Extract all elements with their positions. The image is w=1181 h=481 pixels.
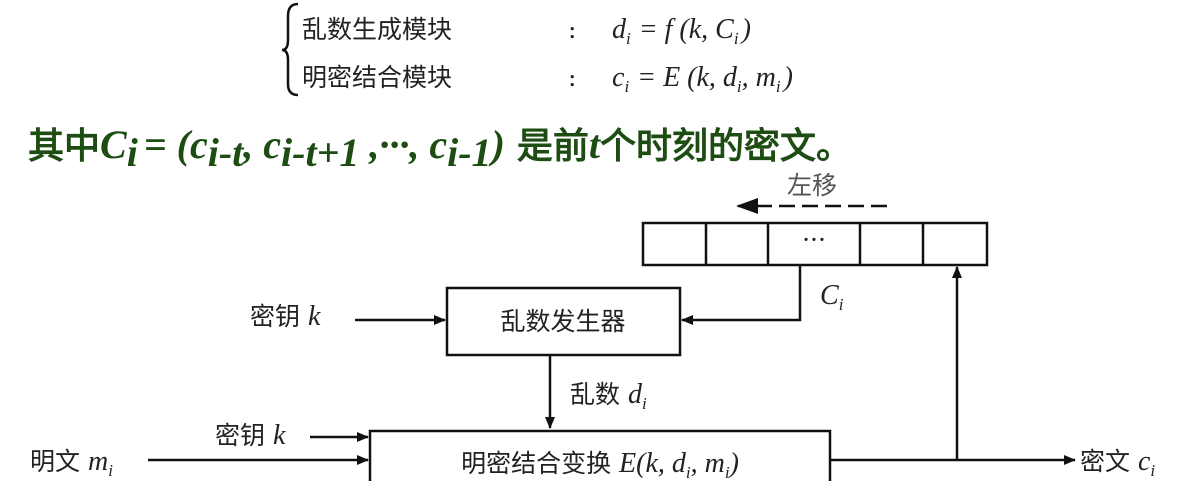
- ci-arrow: [681, 265, 802, 325]
- svg-text:ci= E (k, di, mi): ci= E (k, di, mi): [612, 62, 793, 96]
- random-label: 乱数 di: [570, 379, 647, 413]
- random-generator-box: [445, 286, 682, 357]
- key-label-1: 密钥 k: [250, 301, 321, 332]
- note-line: 其中Ci= (ci-t, ci-t+1 ,···, ci-1)是前t个时刻的密文…: [28, 122, 852, 175]
- definition-name: 明密结合模块: [302, 63, 452, 92]
- shift-register: ···: [641, 221, 989, 267]
- separator: :: [568, 15, 576, 44]
- random-generator-label: 乱数发生器: [500, 307, 625, 336]
- definition-random-module: 乱数生成模块 : di= f (k, Ci): [302, 14, 751, 48]
- register-ellipsis: ···: [802, 225, 826, 254]
- svg-text:di= f (k, Ci): di= f (k, Ci): [612, 14, 751, 48]
- key-label-2: 密钥 k: [215, 420, 286, 451]
- separator: :: [568, 63, 576, 92]
- brace: [281, 2, 299, 97]
- ci-label: Ci: [820, 280, 844, 314]
- definition-combine-module: 明密结合模块 : ci= E (k, di, mi): [302, 62, 793, 96]
- definition-name: 乱数生成模块: [302, 15, 452, 44]
- combiner-label: 明密结合变换 E(k, di, mi): [461, 448, 739, 481]
- ciphertext-label: 密文 ci: [1080, 446, 1155, 480]
- plaintext-label: 明文 mi: [30, 446, 113, 480]
- shift-left-label: 左移: [787, 171, 837, 200]
